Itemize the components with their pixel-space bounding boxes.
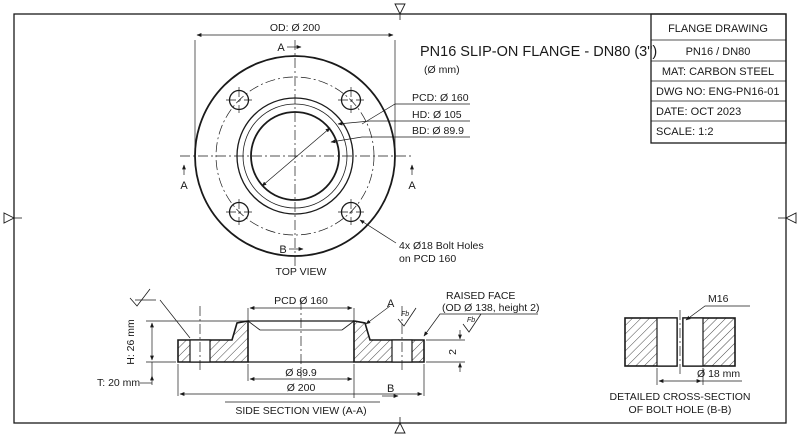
title-block-scale: SCALE: 1:2 (656, 126, 713, 138)
drawing-units: (Ø mm) (424, 64, 460, 76)
top-view-pcd-label: PCD: Ø 160 (412, 92, 469, 104)
top-view-section-a-right: A (408, 180, 416, 192)
detail-view-caption-2: OF BOLT HOLE (B-B) (629, 404, 732, 416)
top-view-section-a-left: A (180, 180, 188, 192)
drawing-title: PN16 SLIP-ON FLANGE - DN80 (3") (420, 44, 657, 60)
top-view-caption: TOP VIEW (276, 266, 327, 278)
title-block-date: DATE: OCT 2023 (656, 106, 741, 118)
title-block-spec: PN16 / DN80 (686, 46, 751, 58)
title-block: FLANGE DRAWING PN16 / DN80 MAT: CARBON S… (650, 13, 787, 144)
side-view-raised-face-label-1: RAISED FACE (446, 290, 515, 302)
side-view-od-label: Ø 200 (287, 382, 316, 394)
side-view-height-label: H: 26 mm (125, 319, 137, 365)
side-section-view: PCD Ø 160 Ø 89.9 Ø 200 H: 26 mm T: 20 mm… (97, 288, 539, 417)
top-view-section-a-top: A (277, 42, 285, 54)
side-view-caption: SIDE SECTION VIEW (A-A) (235, 405, 366, 417)
side-view-raised-face-label-2: (OD Ø 138, height 2) (442, 302, 539, 314)
top-view-hd-label: HD: Ø 105 (412, 109, 462, 121)
detail-view-hole-label: Ø 18 mm (697, 368, 740, 380)
side-view-right-section (353, 320, 425, 363)
title-block-drawing-name: FLANGE DRAWING (668, 23, 768, 35)
top-view-od-label: OD: Ø 200 (270, 22, 320, 34)
top-view: OD: Ø 200 A B A A PCD: Ø 160 HD: Ø 105 B… (180, 22, 484, 278)
top-view-bd-label: BD: Ø 89.9 (412, 125, 464, 137)
detail-view-thread-label: M16 (708, 293, 729, 305)
side-view-rf-height: 2 (447, 349, 459, 355)
side-view-finish-symbol-2: Fb (467, 317, 475, 324)
side-view-bore-label: Ø 89.9 (285, 367, 317, 379)
top-view-bolt-holes-label-2: on PCD 160 (399, 253, 456, 265)
border-center-markers (3, 3, 797, 434)
top-view-section-b-bottom: B (279, 244, 286, 256)
top-view-bolt-holes (226, 87, 364, 225)
title-block-material: MAT: CARBON STEEL (662, 66, 774, 78)
side-view-finish-symbol: Fb (401, 311, 409, 318)
side-view-marker-b: B (387, 383, 394, 395)
top-view-bolt-holes-label-1: 4x Ø18 Bolt Holes (399, 240, 484, 252)
title-block-dwg-no: DWG NO: ENG-PN16-01 (656, 86, 779, 98)
side-view-marker-a: A (387, 298, 395, 310)
side-view-left-section (177, 320, 249, 363)
side-view-thickness-label: T: 20 mm (97, 377, 140, 389)
detail-view: M16 Ø 18 mm DETAILED CROSS-SECTION OF BO… (610, 293, 751, 416)
detail-view-caption-1: DETAILED CROSS-SECTION (610, 391, 751, 403)
side-view-pcd-label: PCD Ø 160 (274, 295, 328, 307)
